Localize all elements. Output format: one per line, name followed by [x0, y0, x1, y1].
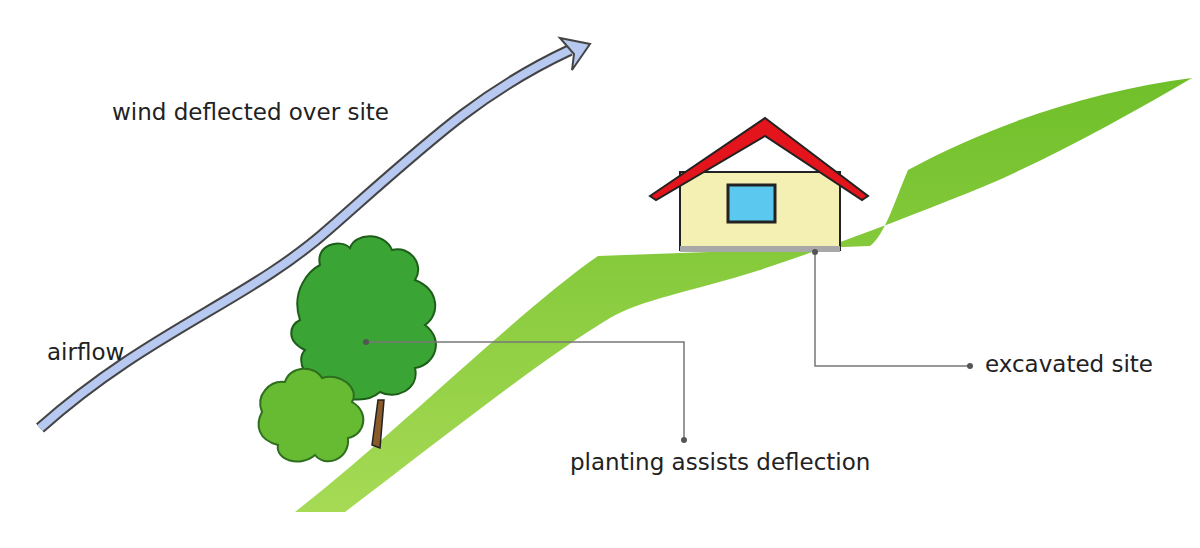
annotation-label: excavated site	[985, 352, 1153, 377]
airflow-arrow	[40, 38, 590, 428]
leader-line	[366, 252, 970, 440]
leader-dot	[363, 249, 973, 443]
annotation-label: wind deflected over site	[112, 100, 389, 125]
annotation-label: airflow	[47, 340, 124, 365]
house	[650, 118, 868, 252]
annotation-label: planting assists deflection	[570, 450, 870, 475]
